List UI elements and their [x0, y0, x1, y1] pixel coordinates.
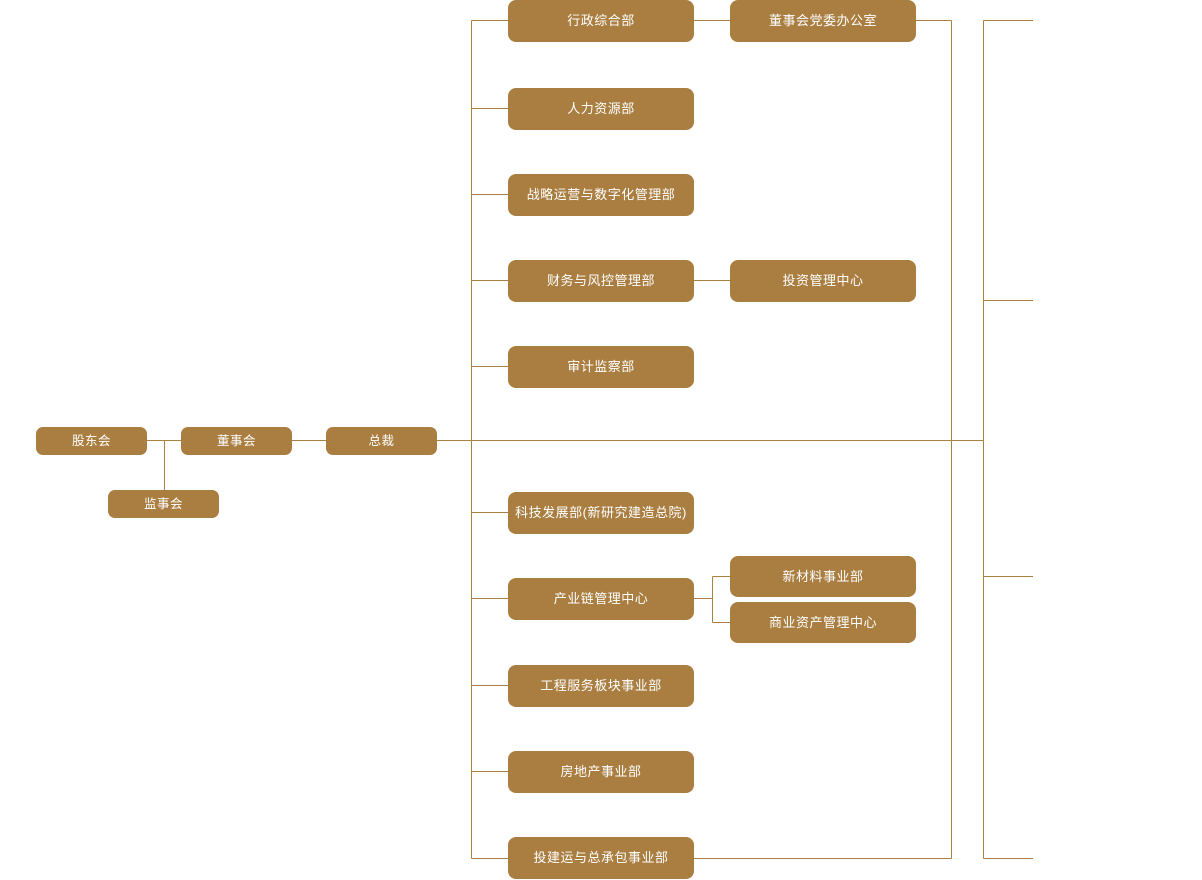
- node-epc-division[interactable]: 投建运与总承包事业部: [508, 837, 694, 879]
- node-technology-department-label: 科技发展部(新研究建造总院): [515, 505, 687, 521]
- node-finance-department-label: 财务与风控管理部: [546, 273, 655, 289]
- node-board-of-directors-label: 董事会: [216, 433, 256, 448]
- node-admin-department[interactable]: 行政综合部: [508, 0, 694, 42]
- node-investment-management-center-label: 投资管理中心: [782, 273, 864, 289]
- node-audit-department-label: 审计监察部: [567, 359, 635, 375]
- node-president-label: 总裁: [368, 433, 395, 448]
- node-epc-division-label: 投建运与总承包事业部: [533, 850, 669, 866]
- node-party-committee-office-label: 董事会党委办公室: [768, 13, 877, 29]
- node-board-of-supervisors[interactable]: 监事会: [108, 490, 219, 518]
- node-commercial-asset-management-center-label: 商业资产管理中心: [768, 614, 877, 630]
- node-industry-chain-center-label: 产业链管理中心: [553, 591, 649, 607]
- node-party-committee-office[interactable]: 董事会党委办公室: [730, 0, 916, 42]
- node-president[interactable]: 总裁: [326, 427, 437, 455]
- node-shareholders[interactable]: 股东会: [36, 427, 147, 455]
- node-board-of-directors[interactable]: 董事会: [181, 427, 292, 455]
- node-hr-department[interactable]: 人力资源部: [508, 88, 694, 130]
- node-new-materials-division-label: 新材料事业部: [782, 568, 864, 584]
- node-technology-department[interactable]: 科技发展部(新研究建造总院): [508, 492, 694, 534]
- node-strategy-department[interactable]: 战略运营与数字化管理部: [508, 174, 694, 216]
- node-engineering-services-division[interactable]: 工程服务板块事业部: [508, 665, 694, 707]
- node-commercial-asset-management-center[interactable]: 商业资产管理中心: [730, 602, 916, 643]
- node-audit-department[interactable]: 审计监察部: [508, 346, 694, 388]
- node-board-of-supervisors-label: 监事会: [143, 496, 183, 511]
- node-real-estate-division-label: 房地产事业部: [560, 764, 642, 780]
- node-finance-department[interactable]: 财务与风控管理部: [508, 260, 694, 302]
- node-real-estate-division[interactable]: 房地产事业部: [508, 751, 694, 793]
- node-admin-department-label: 行政综合部: [567, 13, 635, 29]
- node-engineering-services-division-label: 工程服务板块事业部: [540, 678, 662, 694]
- node-strategy-department-label: 战略运营与数字化管理部: [526, 187, 676, 203]
- node-industry-chain-center[interactable]: 产业链管理中心: [508, 578, 694, 620]
- node-investment-management-center[interactable]: 投资管理中心: [730, 260, 916, 302]
- node-hr-department-label: 人力资源部: [567, 101, 635, 117]
- node-new-materials-division[interactable]: 新材料事业部: [730, 556, 916, 597]
- node-shareholders-label: 股东会: [71, 433, 111, 448]
